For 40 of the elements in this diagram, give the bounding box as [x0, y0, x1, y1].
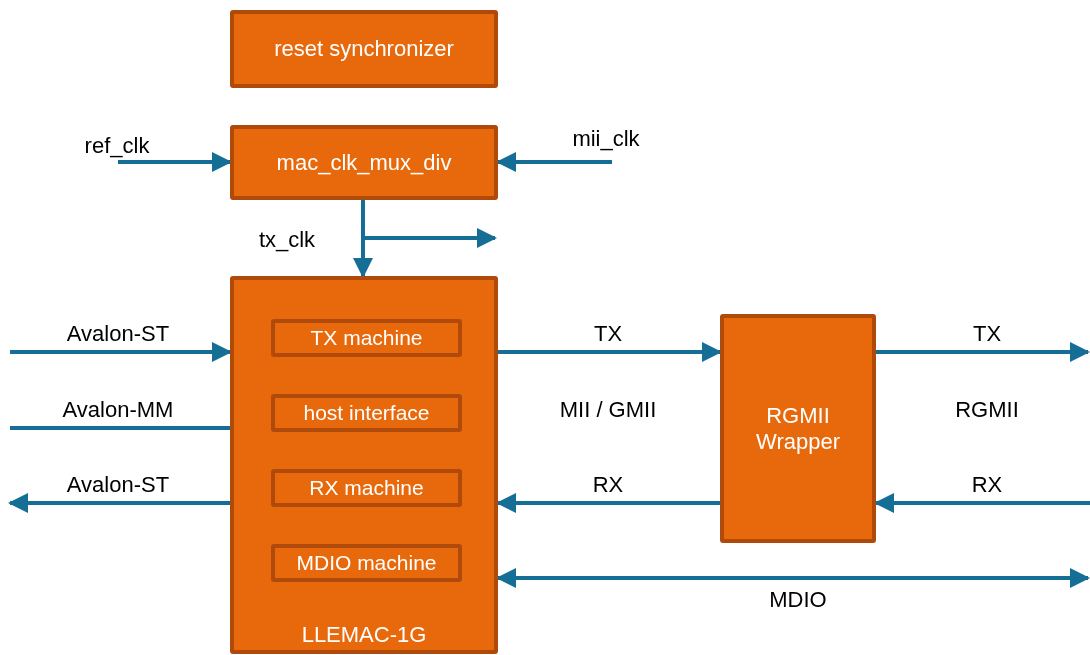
block-label: RX machine	[308, 475, 425, 501]
edge-label: Avalon-ST	[66, 472, 170, 498]
arrow	[496, 493, 720, 513]
arrow	[496, 568, 1090, 588]
edge-label: tx_clk	[258, 227, 316, 253]
interface-label: RGMII	[955, 397, 1019, 423]
arrow	[361, 200, 497, 248]
block-label: RGMII Wrapper	[755, 402, 841, 455]
block-box	[720, 314, 876, 543]
edge-label: TX	[593, 321, 623, 347]
interface-label: MII / GMII	[559, 397, 657, 423]
edge-label: Avalon-MM	[62, 397, 174, 423]
block-label: LLEMAC-1G	[300, 622, 428, 648]
arrow	[876, 342, 1090, 362]
arrow	[118, 152, 232, 172]
submodule-box	[271, 544, 462, 582]
edge-label: RX	[971, 472, 1003, 498]
arrow	[874, 493, 1090, 513]
submodule-box	[271, 469, 462, 507]
edge-label: mii_clk	[572, 126, 640, 152]
edge-label: MDIO	[769, 587, 827, 613]
edge-label: TX	[972, 321, 1002, 347]
arrow	[10, 342, 232, 362]
arrow	[498, 342, 722, 362]
edge-label: ref_clk	[84, 133, 150, 159]
edge-label: Avalon-ST	[66, 321, 170, 347]
submodule-box	[271, 319, 462, 357]
submodule-box	[271, 394, 462, 432]
block-label: MDIO machine	[295, 550, 438, 576]
module-box	[230, 276, 498, 654]
block-label: mac_clk_mux_div	[275, 149, 453, 176]
block-box	[230, 10, 498, 88]
block-box	[230, 125, 498, 200]
block-label: TX machine	[309, 325, 424, 351]
edge-label: RX	[592, 472, 624, 498]
arrow	[496, 152, 612, 172]
block-label: host interface	[302, 400, 431, 426]
block-label: reset synchronizer	[273, 36, 455, 62]
arrow	[8, 493, 230, 513]
connector-line	[10, 426, 230, 430]
